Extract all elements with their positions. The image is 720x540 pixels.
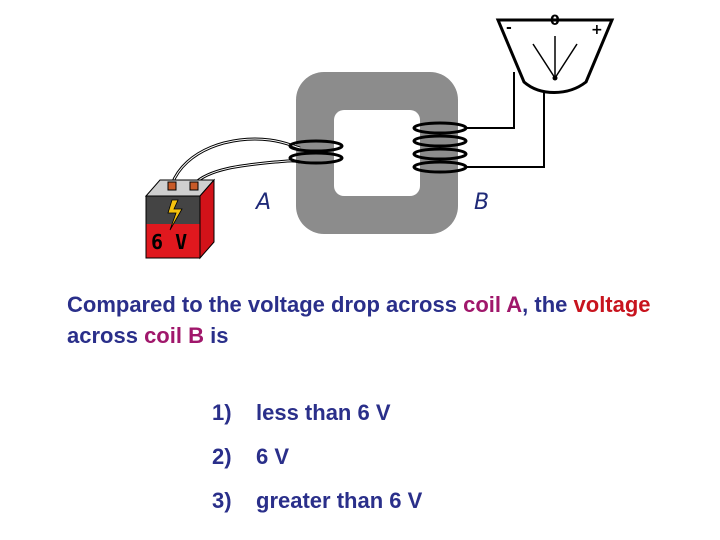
option-2-number: 2)	[212, 444, 232, 469]
battery-voltage-label: 6 V	[151, 230, 188, 254]
meter-minus-sign: -	[506, 20, 512, 36]
battery-front-outline	[145, 195, 201, 259]
question-text: Compared to the voltage drop across coil…	[67, 289, 707, 351]
option-3-text: greater than 6 V	[256, 488, 423, 513]
option-1[interactable]: 1) less than 6 V	[212, 400, 391, 426]
coil-b-label: B	[474, 190, 490, 215]
question-voltage: voltage	[573, 292, 651, 317]
option-1-number: 1)	[212, 400, 232, 425]
option-2[interactable]: 2) 6 V	[212, 444, 289, 470]
question-coil-b: coil B	[144, 323, 204, 348]
coil-a	[288, 139, 344, 165]
battery-front-red	[146, 224, 200, 258]
question-part-4: is	[203, 323, 229, 348]
option-2-text: 6 V	[256, 444, 290, 469]
question-part-2: , the	[522, 292, 574, 317]
question-part-3: across	[67, 323, 145, 348]
battery-terminal-positive	[189, 181, 199, 191]
lightning-bolt-icon	[167, 199, 183, 231]
voltmeter-pivot	[552, 75, 558, 81]
meter-wire-1	[466, 72, 515, 129]
option-3-number: 3)	[212, 488, 232, 513]
meter-plus-sign: +	[591, 22, 603, 38]
coil-a-label: A	[256, 190, 272, 215]
option-1-text: less than 6 V	[256, 400, 391, 425]
iron-core-window	[334, 110, 420, 196]
meter-wire-2	[466, 82, 545, 168]
question-coil-a: coil A	[463, 292, 523, 317]
voltmeter-needles	[532, 36, 578, 79]
meter-zero-mark: 0	[550, 13, 560, 29]
option-3[interactable]: 3) greater than 6 V	[212, 488, 422, 514]
question-part-1: Compared to the voltage drop across	[67, 292, 464, 317]
battery-terminal-negative	[167, 181, 177, 191]
